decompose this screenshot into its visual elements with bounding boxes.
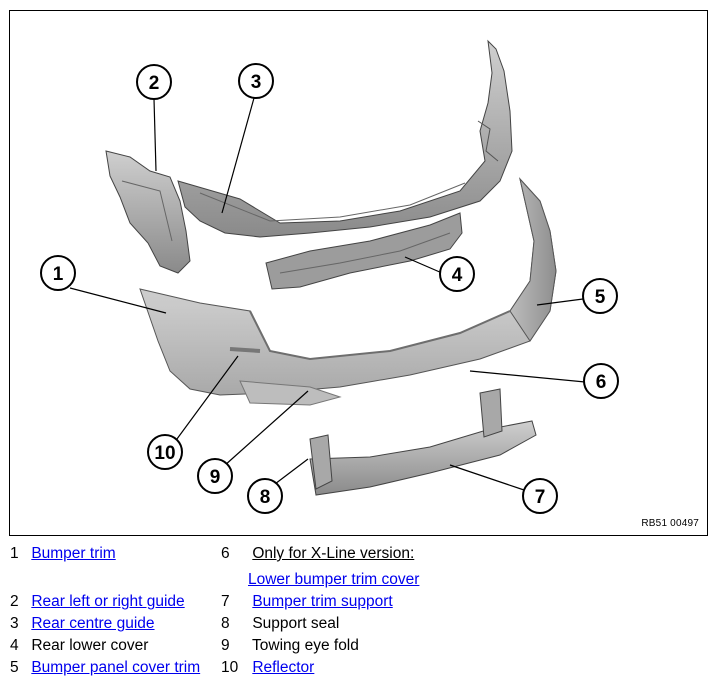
- legend-text-towing-eye-fold: Towing eye fold: [252, 637, 359, 654]
- svg-text:5: 5: [595, 287, 606, 308]
- legend-item-10: 10 Reflector: [221, 659, 315, 676]
- figure-reference: RB51 00497: [641, 518, 699, 529]
- part-lower-cover: [265, 212, 463, 290]
- svg-text:6: 6: [596, 372, 607, 393]
- legend-link-bumper-trim[interactable]: Bumper trim: [31, 545, 116, 562]
- svg-text:7: 7: [535, 487, 546, 508]
- svg-text:8: 8: [260, 487, 271, 508]
- legend-text-x-line-note: Only for X-Line version:: [252, 545, 415, 562]
- svg-text:4: 4: [452, 265, 463, 286]
- callout-8: 8: [247, 478, 283, 514]
- legend-link-bumper-trim-support[interactable]: Bumper trim support: [252, 593, 393, 610]
- callout-5: 5: [582, 278, 618, 314]
- callout-6: 6: [583, 363, 619, 399]
- legend-link-rear-centre-guide[interactable]: Rear centre guide: [31, 615, 155, 632]
- callout-10: 10: [147, 434, 183, 470]
- legend-item-9: 9 Towing eye fold: [221, 637, 359, 654]
- part-bumper-trim: [139, 177, 557, 406]
- svg-text:10: 10: [154, 443, 175, 464]
- svg-text:3: 3: [251, 72, 262, 93]
- legend-item-5: 5 Bumper panel cover trim: [10, 659, 201, 676]
- legend-item-6-sub: Lower bumper trim cover: [248, 569, 419, 591]
- legend-item-7: 7 Bumper trim support: [221, 593, 393, 610]
- svg-text:1: 1: [53, 264, 64, 285]
- svg-text:9: 9: [210, 467, 221, 488]
- legend-link-bumper-panel-cover-trim[interactable]: Bumper panel cover trim: [31, 659, 201, 676]
- part-rear-carrier: [177, 39, 513, 238]
- callout-1: 1: [40, 255, 76, 291]
- callout-9: 9: [197, 458, 233, 494]
- leader-lines: [69, 97, 586, 491]
- callout-7: 7: [522, 478, 558, 514]
- legend-text-rear-lower-cover: Rear lower cover: [31, 637, 149, 654]
- callout-2: 2: [136, 64, 172, 100]
- bumper-illustration: 1 2 3 4 5 6 7 8: [40, 39, 619, 514]
- legend-item-6: 6 Only for X-Line version:: [221, 545, 415, 562]
- legend-item-1: 1 Bumper trim: [10, 545, 116, 562]
- legend-item-8: 8 Support seal: [221, 615, 340, 632]
- svg-text:2: 2: [149, 73, 160, 94]
- legend-item-4: 4 Rear lower cover: [10, 637, 149, 654]
- legend-link-reflector[interactable]: Reflector: [252, 659, 315, 676]
- legend-link-rear-guide[interactable]: Rear left or right guide: [31, 593, 185, 610]
- legend-item-3: 3 Rear centre guide: [10, 615, 155, 632]
- legend-link-lower-bumper-trim-cover[interactable]: Lower bumper trim cover: [248, 571, 420, 588]
- legend-text-support-seal: Support seal: [252, 615, 340, 632]
- part-side-guide: [105, 150, 191, 274]
- callout-4: 4: [439, 256, 475, 292]
- exploded-parts-diagram: 1 2 3 4 5 6 7 8: [9, 10, 708, 536]
- callout-3: 3: [238, 63, 274, 99]
- part-trim-support: [309, 388, 537, 496]
- legend-item-2: 2 Rear left or right guide: [10, 593, 185, 610]
